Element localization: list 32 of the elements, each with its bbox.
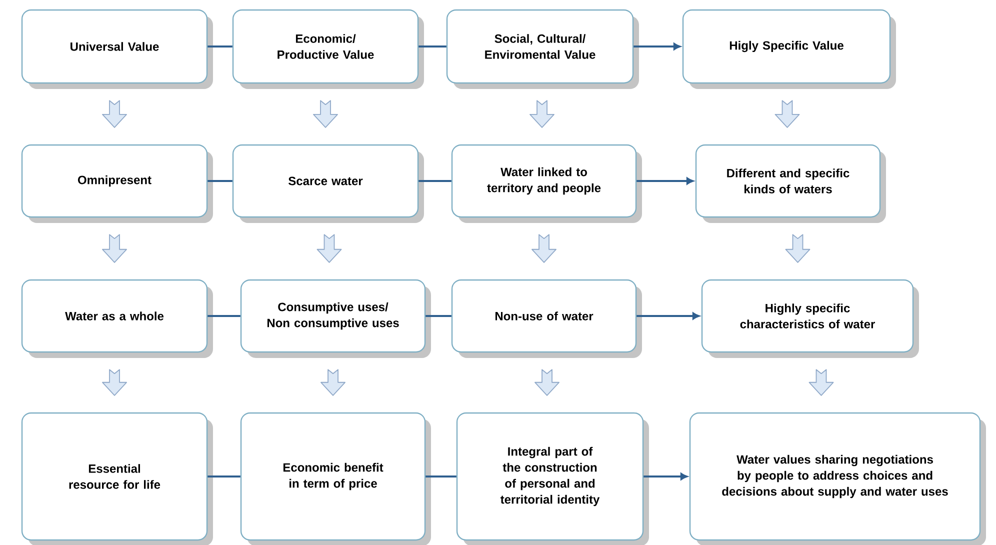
process-box: Economic/ Productive Value <box>232 9 424 89</box>
block-arrow <box>774 100 800 128</box>
process-box: Different and specific kinds of waters <box>695 144 886 223</box>
process-box: Integral part of the construction of personal and territorial identity <box>456 412 649 545</box>
block-arrow <box>534 369 560 396</box>
process-box: Non-use of water <box>451 279 642 358</box>
process-box: Higly Specific Value <box>682 9 896 89</box>
process-box: Consumptive uses/ Non consumptive uses <box>240 279 431 358</box>
block-arrow <box>785 234 810 263</box>
block-arrow <box>530 100 554 128</box>
block-arrow <box>102 234 127 263</box>
block-arrow <box>316 234 342 263</box>
arrow <box>634 42 680 50</box>
process-box: Water values sharing negotiations by people to address choices and decisions about supply and water uses <box>689 412 986 545</box>
process-box: Social, Cultural/ Enviromental Value <box>446 9 639 89</box>
block-arrow <box>808 369 834 396</box>
block-arrow <box>102 369 127 396</box>
block-arrow <box>102 100 127 128</box>
process-box: Water as a whole <box>21 279 213 358</box>
process-box: Universal Value <box>21 9 213 89</box>
process-box: Essential resource for life <box>21 412 213 545</box>
process-box: Omnipresent <box>21 144 213 223</box>
block-arrow <box>532 234 556 263</box>
arrow <box>636 312 700 320</box>
block-arrow <box>313 100 338 128</box>
block-arrow <box>320 369 346 396</box>
process-box: Economic benefit in term of price <box>240 412 431 545</box>
process-box: Scarce water <box>232 144 424 223</box>
process-box: Water linked to territory and people <box>451 144 642 223</box>
arrow <box>636 177 694 185</box>
arrow <box>644 472 688 480</box>
process-box: Highly specific characteristics of water <box>701 279 919 358</box>
